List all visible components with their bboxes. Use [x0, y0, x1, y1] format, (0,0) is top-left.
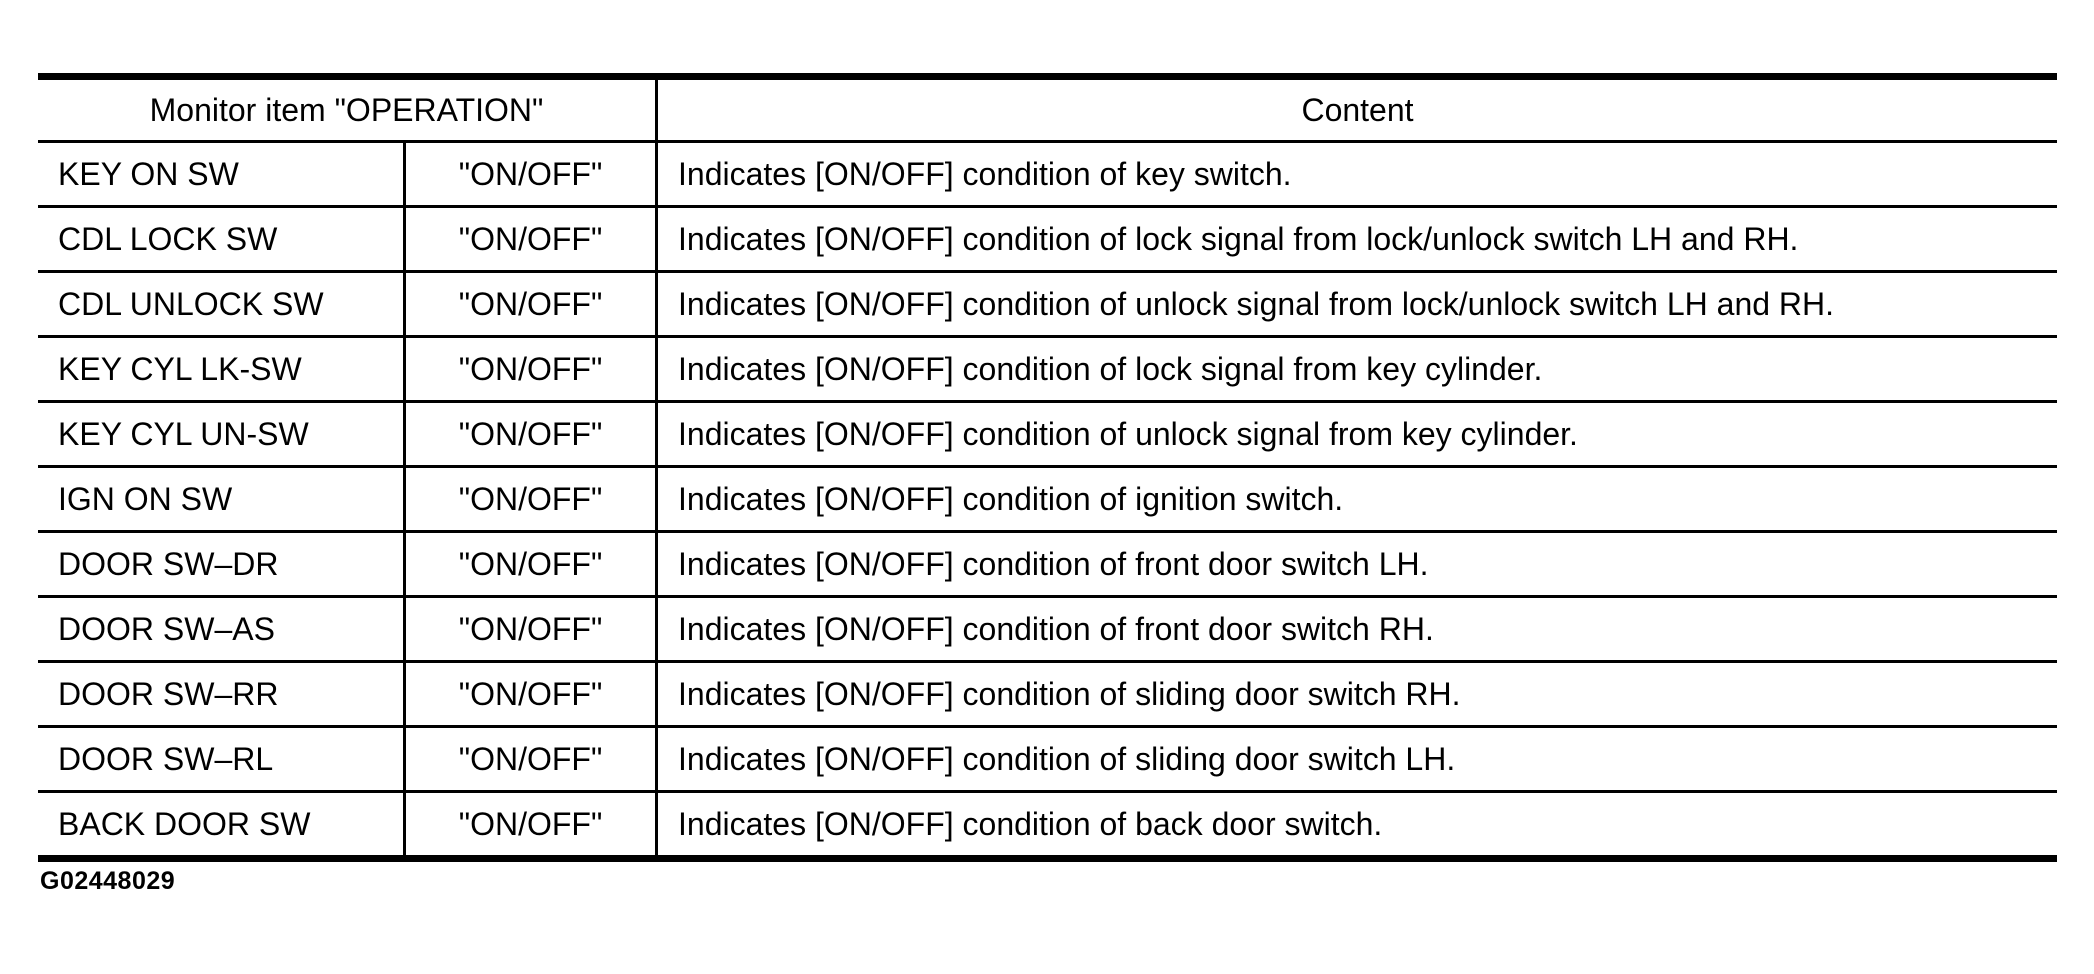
- table-row: KEY CYL UN-SW "ON/OFF" Indicates [ON/OFF…: [38, 403, 2057, 468]
- table-row: DOOR SW–AS "ON/OFF" Indicates [ON/OFF] c…: [38, 598, 2057, 663]
- monitor-item-cell: KEY CYL UN-SW: [38, 403, 406, 465]
- monitor-item-cell: DOOR SW–RR: [38, 663, 406, 725]
- table-row: CDL LOCK SW "ON/OFF" Indicates [ON/OFF] …: [38, 208, 2057, 273]
- content-cell: Indicates [ON/OFF] condition of lock sig…: [678, 220, 1799, 257]
- table-header-row: Monitor item "OPERATION" Content: [38, 80, 2057, 143]
- header-content: Content: [1301, 91, 1414, 128]
- content-cell: Indicates [ON/OFF] condition of sliding …: [678, 675, 1461, 712]
- operation-cell: "ON/OFF": [406, 598, 658, 660]
- monitor-item-cell: BACK DOOR SW: [38, 793, 406, 855]
- operation-cell: "ON/OFF": [406, 143, 658, 205]
- operation-cell: "ON/OFF": [406, 728, 658, 790]
- operation-cell: "ON/OFF": [406, 273, 658, 335]
- monitor-item-cell: KEY ON SW: [38, 143, 406, 205]
- operation-cell: "ON/OFF": [406, 468, 658, 530]
- table-row: KEY CYL LK-SW "ON/OFF" Indicates [ON/OFF…: [38, 338, 2057, 403]
- operation-cell: "ON/OFF": [406, 403, 658, 465]
- table-row: DOOR SW–RR "ON/OFF" Indicates [ON/OFF] c…: [38, 663, 2057, 728]
- monitor-item-cell: DOOR SW–RL: [38, 728, 406, 790]
- table-row: KEY ON SW "ON/OFF" Indicates [ON/OFF] co…: [38, 143, 2057, 208]
- monitor-item-cell: CDL LOCK SW: [38, 208, 406, 270]
- content-cell: Indicates [ON/OFF] condition of front do…: [678, 610, 1434, 647]
- content-cell: Indicates [ON/OFF] condition of unlock s…: [678, 415, 1578, 452]
- table-row: BACK DOOR SW "ON/OFF" Indicates [ON/OFF]…: [38, 793, 2057, 855]
- content-cell: Indicates [ON/OFF] condition of back doo…: [678, 805, 1383, 842]
- content-cell: Indicates [ON/OFF] condition of lock sig…: [678, 350, 1543, 387]
- table-row: DOOR SW–RL "ON/OFF" Indicates [ON/OFF] c…: [38, 728, 2057, 793]
- header-monitor-item: Monitor item "OPERATION": [38, 80, 658, 140]
- content-cell: Indicates [ON/OFF] condition of unlock s…: [678, 285, 1835, 322]
- content-cell: Indicates [ON/OFF] condition of key swit…: [678, 155, 1292, 192]
- table-row: IGN ON SW "ON/OFF" Indicates [ON/OFF] co…: [38, 468, 2057, 533]
- operation-cell: "ON/OFF": [406, 793, 658, 855]
- content-cell: Indicates [ON/OFF] condition of front do…: [678, 545, 1429, 582]
- content-cell: Indicates [ON/OFF] condition of ignition…: [678, 480, 1344, 517]
- operation-cell: "ON/OFF": [406, 338, 658, 400]
- figure-id-label: G02448029: [40, 867, 176, 895]
- operation-monitor-table: Monitor item "OPERATION" Content KEY ON …: [38, 73, 2057, 862]
- operation-cell: "ON/OFF": [406, 208, 658, 270]
- monitor-item-cell: KEY CYL LK-SW: [38, 338, 406, 400]
- monitor-item-cell: DOOR SW–AS: [38, 598, 406, 660]
- operation-cell: "ON/OFF": [406, 663, 658, 725]
- monitor-item-cell: DOOR SW–DR: [38, 533, 406, 595]
- content-cell: Indicates [ON/OFF] condition of sliding …: [678, 740, 1456, 777]
- operation-cell: "ON/OFF": [406, 533, 658, 595]
- monitor-item-cell: CDL UNLOCK SW: [38, 273, 406, 335]
- monitor-item-cell: IGN ON SW: [38, 468, 406, 530]
- table-row: DOOR SW–DR "ON/OFF" Indicates [ON/OFF] c…: [38, 533, 2057, 598]
- table-row: CDL UNLOCK SW "ON/OFF" Indicates [ON/OFF…: [38, 273, 2057, 338]
